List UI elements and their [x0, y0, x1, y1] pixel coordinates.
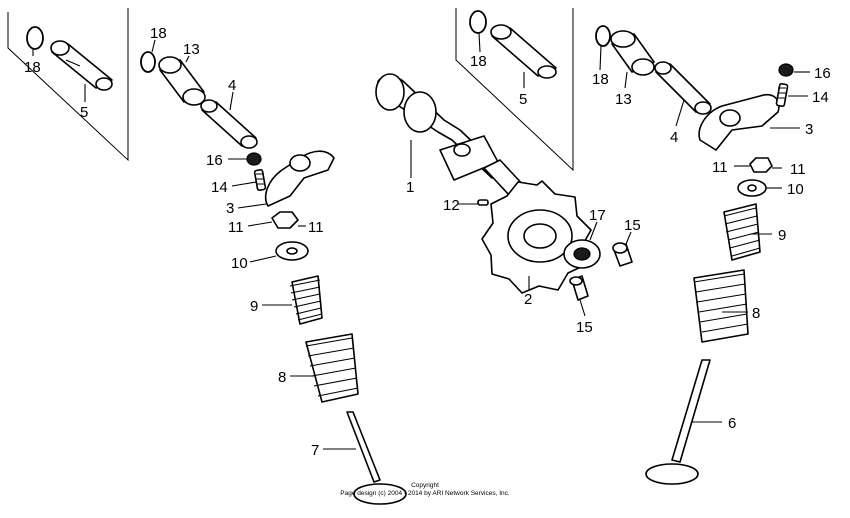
callouts: 18 5 18 13 4 16 14 3 11 11 10 9 8 7 1 12…	[24, 25, 831, 459]
callout-13: 13	[615, 91, 632, 108]
callout-11: 11	[712, 159, 728, 176]
o-ring-right	[595, 25, 611, 47]
cam-sprocket	[481, 180, 592, 294]
callout-14: 14	[211, 179, 228, 196]
rocker-arm-right	[698, 94, 780, 151]
callout-11: 11	[228, 219, 244, 236]
inset-frame-right	[455, 8, 574, 172]
callout-15: 15	[576, 319, 593, 336]
callout-18: 18	[24, 59, 41, 76]
callout-3: 3	[226, 200, 234, 217]
rocker-shaft-right-inset	[490, 24, 557, 79]
callout-13: 13	[183, 41, 200, 58]
callout-9: 9	[250, 298, 258, 315]
callout-15: 15	[624, 217, 641, 234]
inset-frame-left	[7, 8, 129, 162]
outer-spring-right	[693, 269, 749, 343]
camshaft	[375, 73, 527, 197]
callout-11: 11	[308, 219, 324, 236]
rocker-shaft-left-inset	[50, 40, 113, 91]
spring-retainer-left	[275, 241, 309, 261]
callout-3: 3	[805, 121, 813, 138]
leader-lines	[32, 32, 810, 450]
callout-5: 5	[519, 91, 527, 108]
rocker-shaft-right	[654, 61, 712, 115]
callout-18: 18	[592, 71, 609, 88]
copyright-line-1: Copyright	[411, 482, 439, 489]
callout-9: 9	[778, 227, 786, 244]
rocker-arm-left	[264, 150, 335, 207]
dowel-pin	[477, 199, 489, 206]
tappet-nut-right	[749, 157, 773, 173]
tappet-nut-left	[271, 211, 299, 229]
rocker-shaft-left	[200, 99, 258, 149]
cap-left	[246, 152, 262, 166]
spring-retainer-right	[737, 179, 767, 197]
callout-5: 5	[80, 104, 88, 121]
o-ring-left-inset	[26, 26, 44, 50]
callout-7: 7	[311, 442, 319, 459]
callout-1: 1	[406, 179, 414, 196]
callout-11: 11	[790, 161, 806, 178]
copyright-notice: Copyright Page design (c) 2004 - 2014 by…	[340, 482, 510, 497]
callout-12: 12	[443, 197, 460, 214]
callout-16: 16	[814, 65, 831, 82]
callout-8: 8	[278, 369, 286, 386]
sprocket-bolt-lower	[569, 275, 589, 301]
callout-4: 4	[228, 77, 236, 94]
inner-spring-right	[723, 203, 761, 261]
callout-10: 10	[787, 181, 804, 198]
inner-spring-left	[289, 275, 323, 325]
valve-right	[645, 359, 711, 485]
callout-4: 4	[670, 129, 678, 146]
shaft-collar-left	[158, 56, 206, 106]
shaft-collar-right	[610, 30, 655, 76]
outer-spring-left	[305, 333, 359, 403]
cap-right	[778, 63, 794, 77]
callout-8: 8	[752, 305, 760, 322]
copyright-line-2: Page design (c) 2004 - 2014 by ARI Netwo…	[340, 490, 510, 497]
cam-bearing	[563, 239, 601, 269]
o-ring-left	[140, 51, 156, 73]
callout-10: 10	[231, 255, 248, 272]
adjuster-screw-right	[775, 82, 789, 108]
callout-18: 18	[470, 53, 487, 70]
callout-6: 6	[728, 415, 736, 432]
callout-16: 16	[206, 152, 223, 169]
callout-14: 14	[812, 89, 829, 106]
adjuster-screw-left	[253, 168, 267, 192]
callout-18: 18	[150, 25, 167, 42]
callout-2: 2	[524, 291, 532, 308]
callout-17: 17	[589, 207, 606, 224]
o-ring-right-inset	[469, 10, 487, 34]
sprocket-bolt-upper	[612, 242, 633, 267]
valve-left	[346, 411, 407, 505]
